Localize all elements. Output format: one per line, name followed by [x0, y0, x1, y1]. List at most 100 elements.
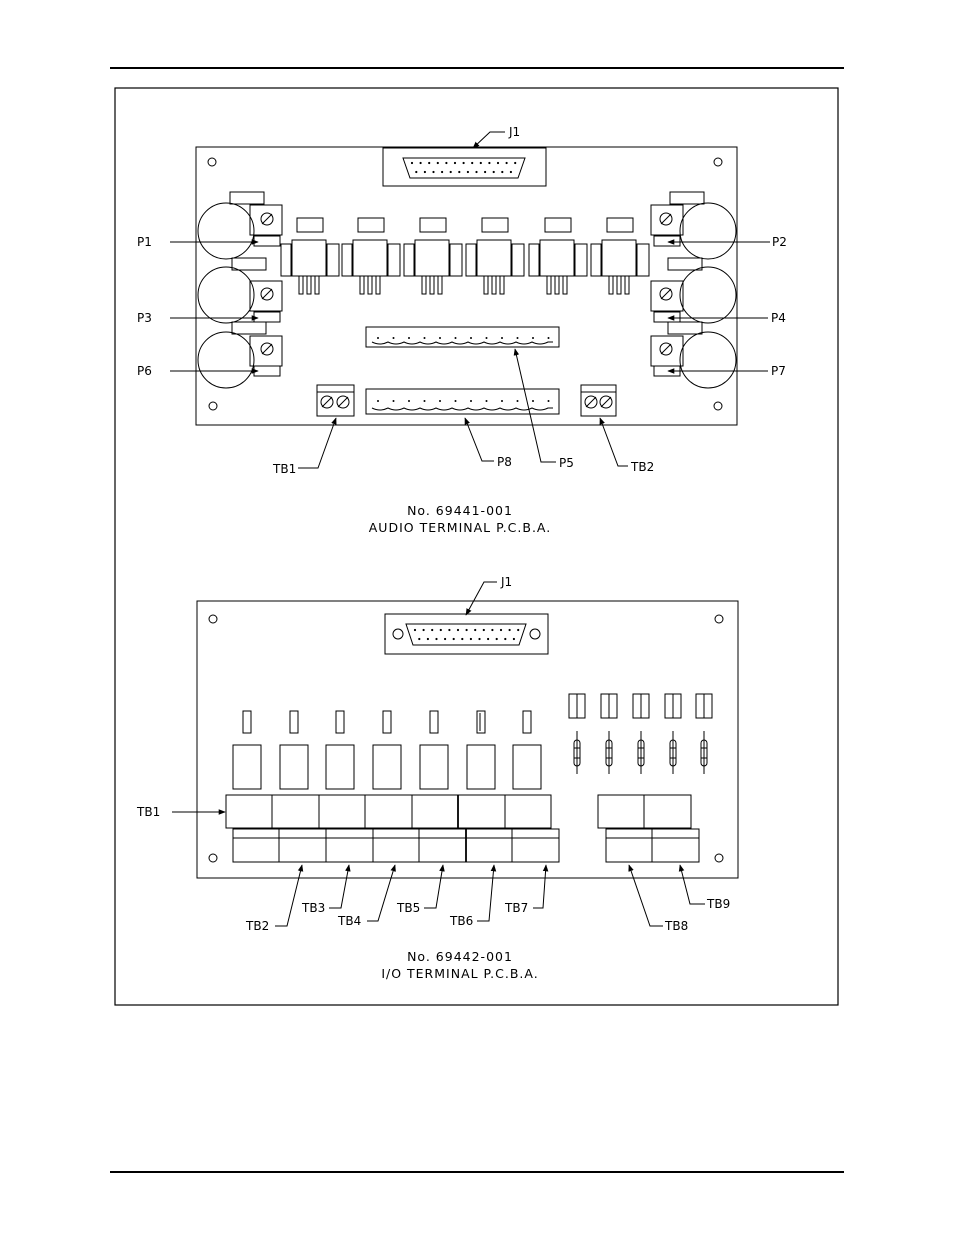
capacitor [528, 243, 540, 277]
label-io-tb5: TB5 [396, 901, 420, 915]
header-pin [439, 337, 441, 339]
label-io-tb8: TB8 [664, 919, 688, 933]
label-p5: P5 [559, 456, 574, 470]
connector-pin [435, 637, 438, 641]
diode [429, 710, 439, 734]
regulator-lead [429, 275, 435, 295]
capacitor [403, 243, 415, 277]
regulator-body [291, 239, 327, 277]
header-pin [439, 400, 441, 402]
io-tb8-tb9-strip [597, 794, 700, 863]
io-board-outline [196, 600, 739, 879]
connector-pin [426, 637, 429, 641]
regulator-body [601, 239, 637, 277]
regulator-lead [562, 275, 568, 295]
mounting-hole [208, 853, 218, 863]
audio-tb1-block [316, 384, 355, 417]
audio-leaders [170, 131, 770, 469]
connector-pin [419, 161, 422, 165]
header-pin [470, 400, 472, 402]
header-pin [501, 337, 503, 339]
diode [335, 710, 345, 734]
label-audio-tb1: TB1 [272, 462, 296, 476]
connector-pin [465, 628, 468, 632]
io-leaders [172, 581, 705, 927]
regulator-lead [375, 275, 381, 295]
header-pin [377, 400, 379, 402]
label-io-j1: J1 [500, 575, 512, 589]
regulator-lead [298, 275, 304, 295]
regulator-tab [481, 217, 509, 233]
regulator-lead [546, 275, 552, 295]
connector-pin [441, 170, 444, 174]
figure-frame [114, 87, 839, 1006]
mounting-hole [713, 157, 723, 167]
regulator-tab [296, 217, 324, 233]
header-pin [516, 337, 519, 339]
header-pin [392, 337, 395, 339]
label-p6: P6 [137, 364, 152, 378]
connector-pin [458, 170, 461, 174]
resistor-body [573, 739, 581, 767]
capacitor [449, 243, 463, 277]
connector-pin [491, 628, 494, 632]
connector-pin [509, 170, 512, 174]
regulator-body [539, 239, 575, 277]
audio-terminal-board [170, 131, 770, 469]
header-pin [454, 337, 457, 339]
audio-part-number: No. 69441-001 [407, 503, 513, 518]
header-pin [423, 400, 426, 402]
regulator-lead [483, 275, 489, 295]
regulator-tab [544, 217, 572, 233]
label-io-tb2: TB2 [245, 919, 269, 933]
relay [325, 744, 355, 790]
connector-pin [475, 170, 478, 174]
connector-pin [474, 628, 477, 632]
io-components [232, 693, 713, 790]
relay [372, 744, 402, 790]
capacitor [326, 243, 340, 277]
connector-pin [436, 161, 439, 165]
connector-pin [439, 628, 442, 632]
header-pin [485, 400, 488, 402]
connector-pin [449, 170, 452, 174]
connector-pin [410, 161, 414, 165]
label-io-tb7: TB7 [504, 901, 528, 915]
connector-pin [462, 161, 465, 165]
regulator-lead [499, 275, 505, 295]
capacitor [574, 243, 588, 277]
audio-regulators [280, 217, 650, 295]
connector-pin [504, 637, 507, 641]
audio-right-jacks [650, 191, 737, 389]
io-j1-connector [384, 613, 549, 655]
relay [512, 744, 542, 790]
capacitor [280, 243, 292, 277]
label-p1: P1 [137, 235, 152, 249]
connector-pin [484, 170, 487, 174]
audio-p5-header [365, 326, 560, 348]
header-pin [501, 400, 503, 402]
regulator-lead [367, 275, 373, 295]
capacitor [590, 243, 602, 277]
capacitor [341, 243, 353, 277]
diode [522, 710, 532, 734]
footer-rule [110, 1171, 844, 1173]
regulator-lead [624, 275, 630, 295]
regulator-lead [421, 275, 427, 295]
label-p7: P7 [771, 364, 786, 378]
regulator-lead [359, 275, 365, 295]
header-pin [392, 400, 395, 402]
label-io-tb4: TB4 [337, 914, 361, 928]
capacitor [387, 243, 401, 277]
header-pin [547, 400, 550, 402]
connector-pin [496, 161, 500, 165]
diode [382, 710, 392, 734]
resistor-body [605, 739, 613, 767]
connector-pin [508, 628, 511, 632]
connector-pin [469, 637, 472, 641]
connector-pin [431, 628, 434, 632]
connector-pin [461, 637, 464, 641]
header-pin [423, 337, 426, 339]
connector-pin [471, 161, 474, 165]
diode [289, 710, 299, 734]
